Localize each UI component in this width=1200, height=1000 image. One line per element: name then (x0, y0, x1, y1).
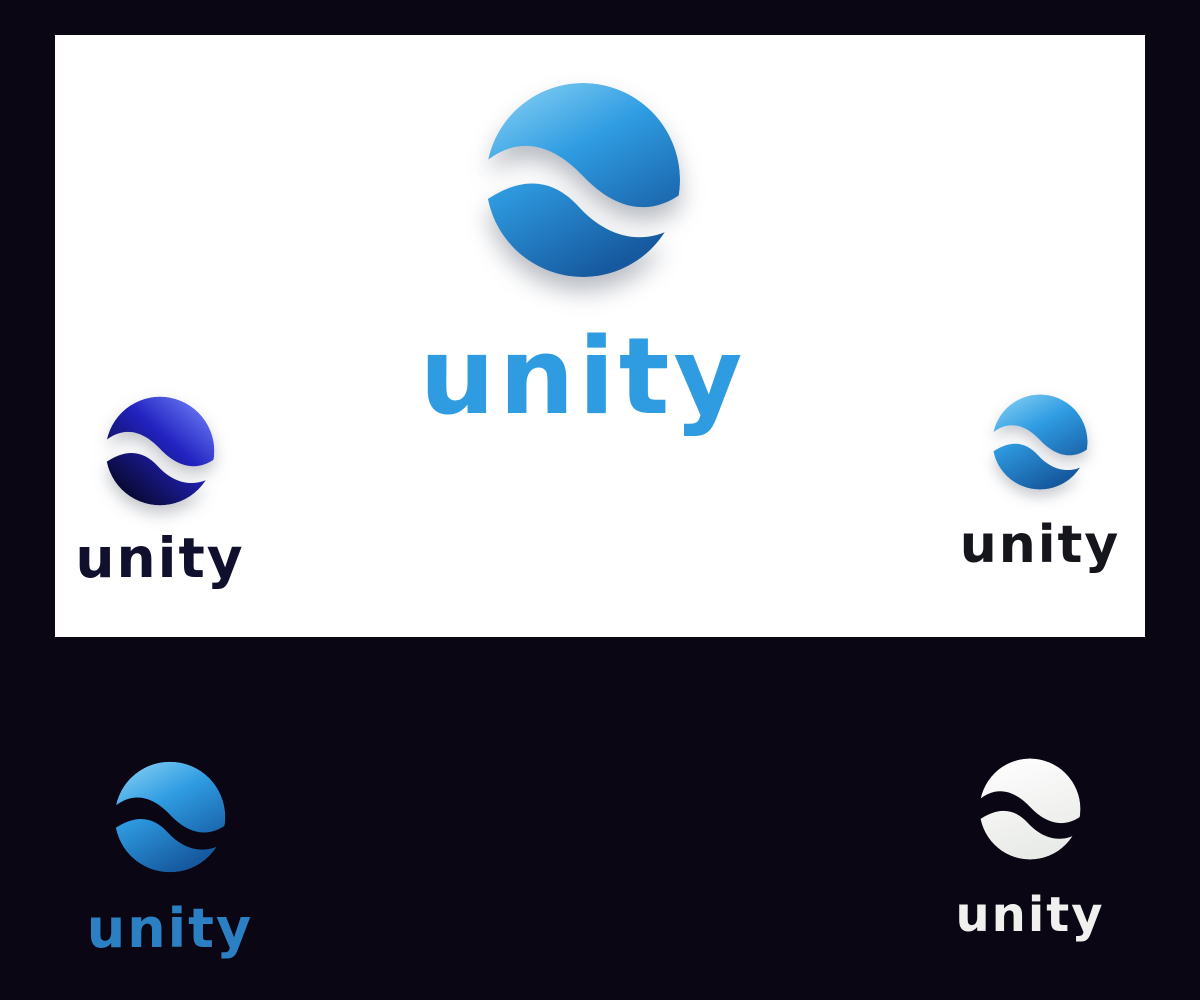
unity-sphere-wave-logo-icon (486, 83, 680, 277)
unity-sphere-wave-logo-icon (979, 758, 1081, 860)
blue-variant-on-dark-lockup: unity (70, 760, 270, 956)
unity-sphere-wave-logo-icon (992, 394, 1088, 490)
blue-variant-on-white-lockup: unity (940, 393, 1140, 571)
primary-lockup: unity (405, 80, 761, 430)
white-on-dark-wordmark: unity (955, 887, 1105, 943)
navy-variant-wordmark: unity (75, 526, 245, 590)
blue-variant-wordmark: unity (959, 515, 1121, 575)
primary-wordmark: unity (419, 315, 747, 438)
navy-variant-lockup: unity (60, 395, 260, 586)
white-variant-on-dark-lockup: unity (930, 757, 1130, 939)
unity-sphere-wave-logo-icon (114, 761, 226, 873)
blue-on-dark-wordmark: unity (86, 897, 254, 960)
unity-sphere-wave-logo-icon (105, 396, 215, 506)
